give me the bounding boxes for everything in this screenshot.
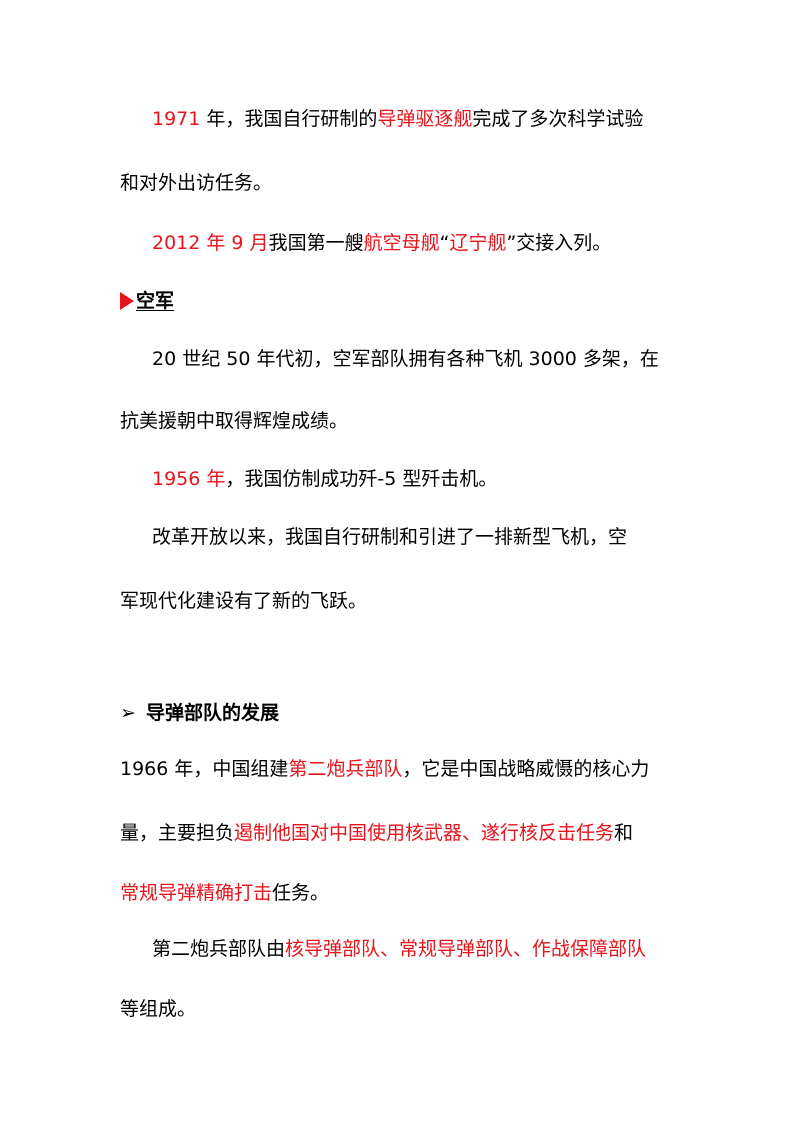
air-force-paragraph-3-line-2: 军现代化建设有了新的飞跃。 — [120, 590, 368, 612]
missile-paragraph-1-line-2: 量，主要担负遏制他国对中国使用核武器、遂行核反击任务和 — [120, 820, 690, 846]
span: ”交接入列。 — [506, 232, 612, 254]
span: 1971 — [152, 108, 201, 130]
span: 2012 年 9 月 — [152, 232, 269, 254]
span: 航空母舰 — [363, 232, 440, 254]
span: 任务。 — [272, 882, 330, 904]
navy-paragraph-1-line-2: 和对外出访任务。 — [120, 172, 273, 194]
span: 完成了多次科学试验 — [472, 108, 644, 130]
navy-paragraph-2: 2012 年 9 月我国第一艘航空母舰“辽宁舰”交接入列。 — [120, 230, 692, 256]
span: 辽宁舰 — [449, 232, 507, 254]
span: 核导弹部队、常规导弹部队、作战保障部队 — [285, 938, 647, 960]
span: 量，主要担负 — [120, 822, 235, 844]
span: 年，我国自行研制的 — [200, 108, 378, 130]
span: 常规导弹精确打击 — [120, 882, 273, 904]
missile-paragraph-2-line-2: 等组成。 — [120, 998, 197, 1020]
air-force-paragraph-2: 1956 年，我国仿制成功歼-5 型歼击机。 — [120, 466, 692, 492]
span: 遏制他国对中国使用核武器、遂行核反击任务 — [234, 822, 615, 844]
navy-paragraph-1-line-1: 1971 年，我国自行研制的导弹驱逐舰完成了多次科学试验 — [120, 106, 692, 132]
span: ，它是中国战略威慑的核心力 — [402, 758, 650, 780]
air-force-paragraph-3-line-1: 改革开放以来，我国自行研制和引进了一排新型飞机，空 — [152, 526, 628, 548]
span: 1956 年 — [152, 468, 226, 490]
span: 1966 年，中国组建 — [120, 758, 289, 780]
arrow-bullet-icon: ➢ — [120, 702, 136, 724]
span: 我国第一艘 — [268, 232, 364, 254]
span: 第二炮兵部队 — [288, 758, 403, 780]
span: ，我国仿制成功歼-5 型歼击机。 — [225, 468, 498, 490]
triangle-bullet-icon — [120, 292, 134, 310]
span: 第二炮兵部队由 — [152, 938, 286, 960]
air-force-heading: 空军 — [120, 288, 690, 314]
missile-heading: ➢ 导弹部队的发展 — [120, 700, 690, 726]
missile-heading-text: 导弹部队的发展 — [146, 702, 280, 724]
air-force-paragraph-1-line-2: 抗美援朝中取得辉煌成绩。 — [120, 410, 349, 432]
span: 和 — [614, 822, 634, 844]
missile-paragraph-1-line-1: 1966 年，中国组建第二炮兵部队，它是中国战略威慑的核心力 — [120, 756, 690, 782]
air-force-heading-text: 空军 — [136, 290, 175, 312]
missile-paragraph-2-line-1: 第二炮兵部队由核导弹部队、常规导弹部队、作战保障部队 — [120, 936, 692, 962]
span: 导弹驱逐舰 — [377, 108, 473, 130]
missile-paragraph-1-line-3: 常规导弹精确打击任务。 — [120, 880, 690, 906]
air-force-paragraph-1-line-1: 20 世纪 50 年代初，空军部队拥有各种飞机 3000 多架，在 — [152, 348, 659, 370]
span: “ — [439, 232, 450, 254]
